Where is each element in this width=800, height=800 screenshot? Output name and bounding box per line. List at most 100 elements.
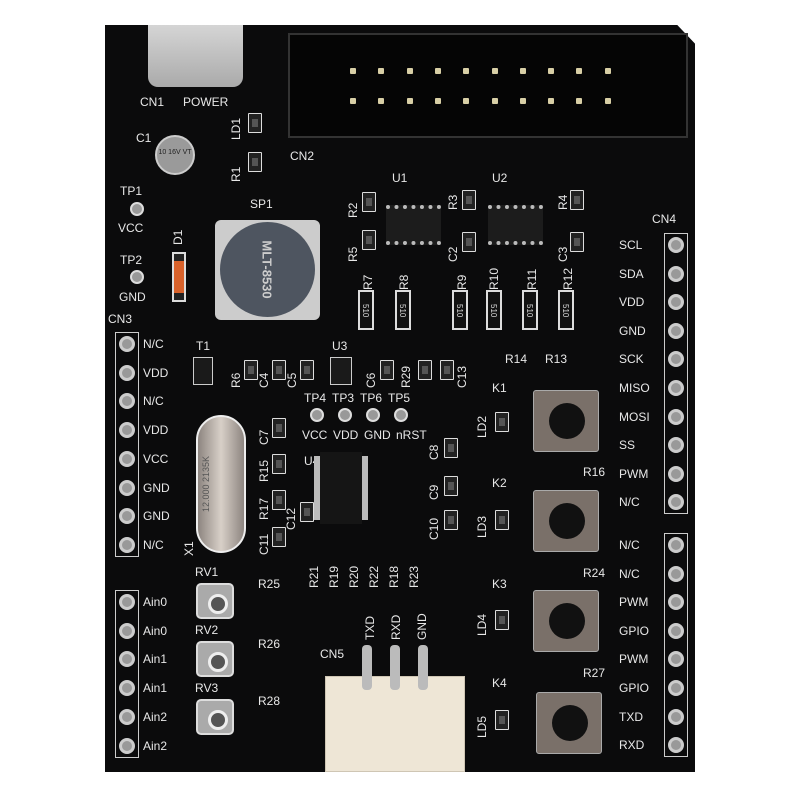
label-c1: C1 (136, 131, 152, 145)
pin-label: TXD (619, 709, 643, 724)
pin-label: VDD (143, 365, 169, 380)
led-ld3 (495, 510, 509, 530)
label-ld1: LD1 (229, 117, 243, 140)
pin-label: N/C (143, 537, 164, 552)
header-pin (668, 622, 684, 639)
header-pin (668, 465, 684, 482)
cn2-pin (463, 98, 470, 104)
label-c2: C2 (446, 246, 460, 262)
led-ld4 (495, 610, 509, 630)
label-c11: C11 (257, 533, 271, 555)
label-r4: R4 (556, 194, 570, 210)
pin-label: PWM (619, 595, 649, 610)
push-button-k2[interactable] (533, 490, 599, 552)
resistor-value: 510 (525, 304, 534, 318)
pin-label: VDD (619, 295, 645, 310)
label-c6: C6 (364, 372, 378, 388)
header-pin (119, 422, 135, 439)
push-button-k1[interactable] (533, 390, 599, 452)
test-point-tp6 (366, 408, 380, 422)
label-x1: X1 (182, 541, 196, 556)
pin-label: Ain2 (143, 709, 168, 724)
label-r17: R17 (257, 497, 271, 520)
pin-label: GND (619, 323, 646, 338)
potentiometer-rv3[interactable] (196, 699, 234, 735)
label-c12: C12 (284, 507, 298, 530)
header-pin (668, 380, 684, 396)
header-pin (119, 622, 135, 639)
label-cn5-gnd: GND (415, 613, 429, 640)
label-ld3: LD3 (475, 515, 489, 538)
header-pin (668, 651, 684, 668)
label-c10: C10 (427, 517, 441, 540)
label-r6: R6 (229, 372, 243, 388)
label-r28: R28 (258, 694, 281, 708)
pin-header-cn3-upper (115, 332, 139, 557)
resistor-r2 (362, 192, 376, 212)
cn5-pin-rxd (390, 645, 400, 690)
resistor-value: 510 (561, 304, 570, 318)
label-tp4: TP4 (304, 391, 327, 405)
label-tp6-net: GND (364, 428, 391, 442)
label-r15: R15 (257, 459, 271, 482)
label-t1: T1 (196, 339, 211, 353)
label-r21: R21 (307, 565, 321, 588)
capacitor-c9 (444, 476, 458, 496)
resistor-r7: 510 (358, 290, 374, 330)
label-u1: U1 (392, 171, 408, 185)
resistor-r10: 510 (486, 290, 502, 330)
label-tp2: TP2 (120, 253, 143, 267)
label-r27: R27 (583, 666, 606, 680)
pin-header-cn4-lower (664, 533, 688, 758)
header-pin (119, 393, 135, 410)
label-u3: U3 (332, 339, 348, 353)
push-button-k4[interactable] (536, 692, 602, 754)
pin-label: PWM (619, 652, 649, 667)
test-point-tp2 (130, 270, 144, 284)
cn2-pin (463, 68, 470, 74)
cn2-pin (378, 98, 385, 104)
label-u4: U4 (304, 454, 320, 468)
capacitor-c11 (272, 527, 286, 547)
label-r24: R24 (583, 566, 606, 580)
uart-connector-cn5[interactable] (325, 676, 465, 772)
header-pin (668, 322, 684, 339)
label-k2: K2 (492, 476, 507, 490)
pin-label: Ain0 (143, 623, 168, 638)
header-pin (668, 680, 684, 696)
label-cn2: CN2 (290, 149, 315, 163)
resistor-r17 (272, 490, 286, 510)
pin-label: N/C (143, 337, 164, 351)
label-ld4: LD4 (475, 613, 489, 636)
pin-label: SS (619, 438, 636, 453)
label-k4: K4 (492, 676, 507, 690)
label-r11: R11 (525, 268, 539, 290)
potentiometer-rv2[interactable] (196, 641, 234, 677)
push-button-k3[interactable] (533, 590, 599, 652)
label-r25: R25 (258, 577, 281, 591)
label-r8: R8 (397, 274, 411, 290)
label-r7: R7 (361, 274, 375, 290)
resistor-value: 510 (361, 304, 370, 318)
label-rv1: RV1 (195, 565, 219, 579)
label-c13: C13 (455, 365, 469, 388)
header-pin (668, 294, 684, 311)
label-r26: R26 (258, 637, 281, 651)
resistor-value: 510 (455, 304, 464, 318)
resistor-r15 (272, 454, 286, 474)
label-tp1: TP1 (120, 184, 143, 198)
cn2-pin (604, 68, 611, 74)
header-pin (668, 708, 684, 725)
header-pin (668, 537, 684, 553)
label-r2: R2 (346, 202, 360, 218)
potentiometer-rv1[interactable] (196, 583, 234, 619)
pin-label: N/C (619, 566, 640, 581)
header-pin (668, 237, 684, 253)
chip-u1 (386, 205, 441, 245)
led-ld1 (248, 113, 262, 133)
label-r29: R29 (399, 365, 413, 388)
led-ld5 (495, 710, 509, 730)
pin-label: MISO (619, 381, 650, 395)
pin-label: SCK (619, 352, 644, 367)
label-d1: D1 (171, 229, 185, 245)
